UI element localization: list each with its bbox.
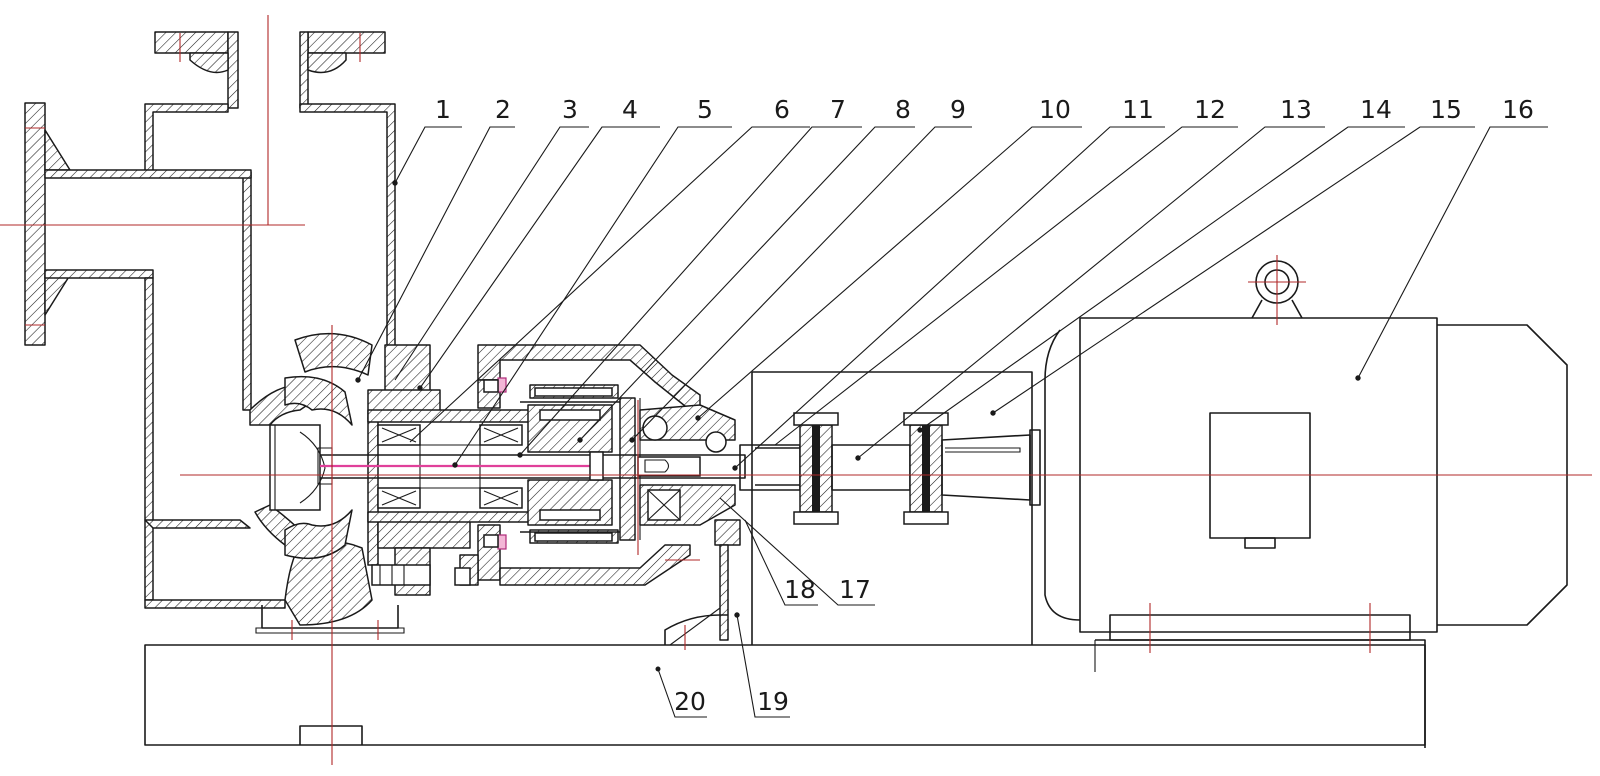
label-part-5: 5 (697, 95, 713, 124)
label-part-14: 14 (1360, 95, 1392, 124)
label-part-1: 1 (435, 95, 451, 124)
label-part-13: 13 (1280, 95, 1312, 124)
magnetic-coupling-housing (454, 344, 701, 586)
label-part-4: 4 (622, 95, 638, 124)
label-part-7: 7 (830, 95, 846, 124)
part-labels: 1 2 3 4 5 6 7 8 9 10 11 12 13 14 15 16 1… (435, 95, 1534, 716)
label-part-12: 12 (1194, 95, 1226, 124)
label-part-8: 8 (895, 95, 911, 124)
base-plate (144, 607, 1426, 746)
bearing-support (639, 404, 741, 641)
label-part-2: 2 (495, 95, 511, 124)
centerlines (0, 15, 1592, 765)
leader-lines (357, 126, 1548, 718)
shaft-coupling (739, 412, 1041, 525)
electric-motor (1044, 260, 1568, 748)
label-part-18: 18 (784, 575, 816, 604)
coupling-guard (751, 371, 1033, 645)
label-part-6: 6 (774, 95, 790, 124)
pump-shaft (317, 444, 746, 489)
label-part-15: 15 (1430, 95, 1462, 124)
leader-dots (355, 180, 1361, 618)
label-part-17: 17 (839, 575, 871, 604)
label-part-10: 10 (1039, 95, 1071, 124)
label-part-20: 20 (674, 687, 706, 716)
label-part-11: 11 (1122, 95, 1154, 124)
label-part-3: 3 (562, 95, 578, 124)
label-part-9: 9 (950, 95, 966, 124)
label-part-16: 16 (1502, 95, 1534, 124)
bearing-bracket (367, 344, 531, 596)
pump-casing (24, 31, 405, 634)
label-part-19: 19 (757, 687, 789, 716)
